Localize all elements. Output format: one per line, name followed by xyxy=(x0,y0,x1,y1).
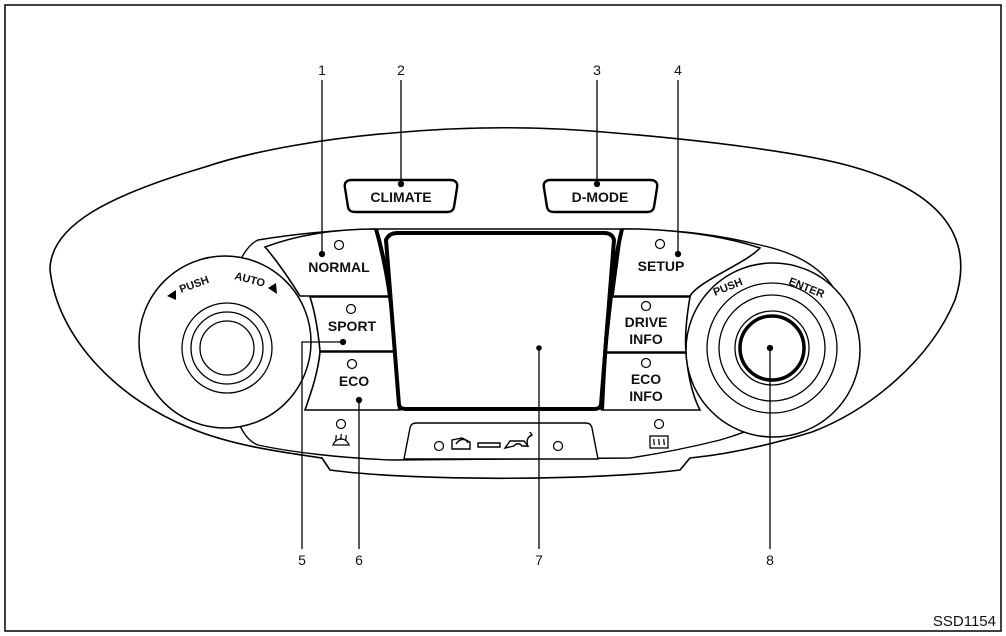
eco-indicator-light xyxy=(346,358,358,370)
setup-button[interactable]: SETUP xyxy=(638,238,685,275)
front-defroster-button[interactable] xyxy=(332,418,350,446)
left-climate-knob[interactable]: PUSH AUTO xyxy=(138,255,312,429)
rear-defroster-button[interactable] xyxy=(649,418,669,449)
center-display xyxy=(383,231,617,411)
callout-7: 7 xyxy=(535,552,543,568)
setup-indicator-light xyxy=(654,238,666,250)
callout-numbers: 1 2 3 4 5 6 7 8 xyxy=(298,62,774,568)
callout-5: 5 xyxy=(298,552,306,568)
callout-4: 4 xyxy=(674,62,682,78)
right-button-strip xyxy=(600,228,762,411)
eco-info-label-line1: ECO xyxy=(631,371,661,387)
recirculation-indicator-left xyxy=(433,440,445,452)
callout-leaders xyxy=(301,80,774,549)
normal-mode-button[interactable]: NORMAL xyxy=(308,239,370,276)
climate-button[interactable]: CLIMATE xyxy=(343,178,459,214)
recirculation-indicator-right xyxy=(552,440,564,452)
callout-8: 8 xyxy=(766,552,774,568)
d-mode-button[interactable]: D-MODE xyxy=(542,178,659,214)
air-recirculation-icon xyxy=(451,431,534,450)
eco-mode-button[interactable]: ECO xyxy=(339,358,369,390)
rear-defroster-icon xyxy=(649,435,669,449)
front-defroster-indicator xyxy=(335,418,347,430)
rear-defroster-indicator xyxy=(653,418,665,430)
callout-3: 3 xyxy=(593,62,601,78)
callout-2: 2 xyxy=(397,62,405,78)
sport-label: SPORT xyxy=(328,318,377,334)
drive-info-button[interactable]: DRIVE INFO xyxy=(625,300,668,348)
climate-button-label: CLIMATE xyxy=(370,189,431,205)
figure-frame xyxy=(4,4,1002,632)
d-mode-button-label: D-MODE xyxy=(572,189,629,205)
callout-1: 1 xyxy=(318,62,326,78)
drive-info-indicator-light xyxy=(640,300,652,312)
recirculation-button[interactable] xyxy=(403,422,599,460)
left-knob-auto-arrow-icon xyxy=(268,283,277,294)
normal-indicator-light xyxy=(333,239,345,251)
eco-info-label-line2: INFO xyxy=(629,388,663,404)
eco-info-indicator-light xyxy=(640,357,652,369)
normal-label: NORMAL xyxy=(308,259,370,275)
figure-code: SSD1154 xyxy=(933,613,996,630)
sport-indicator-light xyxy=(345,303,357,315)
right-enter-knob[interactable]: PUSH ENTER xyxy=(685,262,861,438)
sport-mode-button[interactable]: SPORT xyxy=(328,303,377,335)
left-button-strip xyxy=(263,228,402,411)
eco-info-button[interactable]: ECO INFO xyxy=(629,357,663,405)
left-knob-push-arrow-icon xyxy=(167,290,176,300)
drive-info-label-line1: DRIVE xyxy=(625,314,668,330)
setup-label: SETUP xyxy=(638,258,685,274)
drive-info-label-line2: INFO xyxy=(629,331,663,347)
callout-6: 6 xyxy=(355,552,363,568)
front-defroster-icon xyxy=(332,433,350,446)
eco-label: ECO xyxy=(339,373,369,389)
